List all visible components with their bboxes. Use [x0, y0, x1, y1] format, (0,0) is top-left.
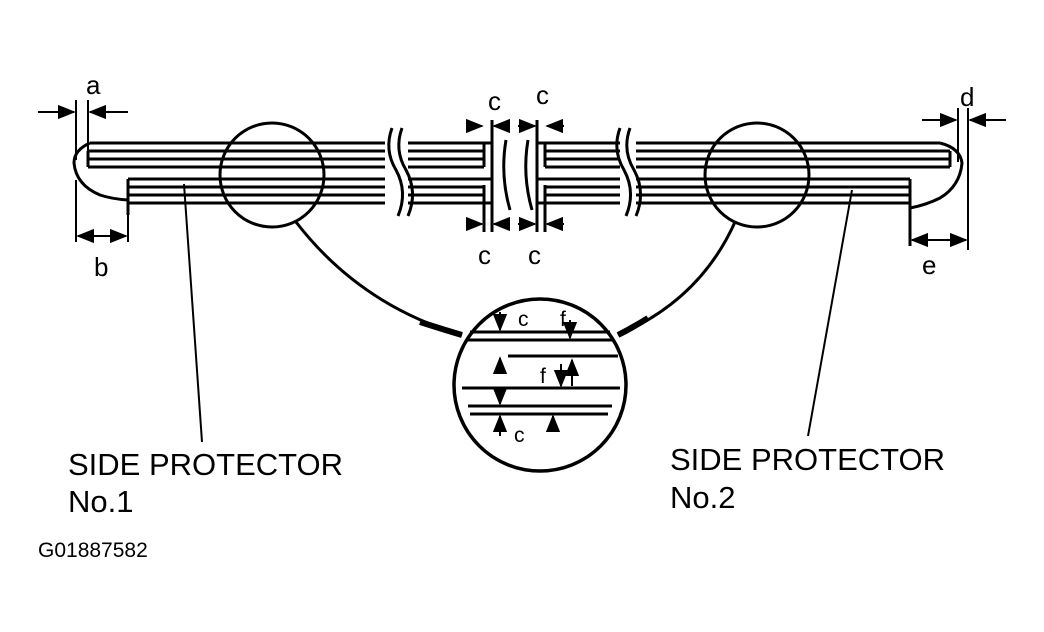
detail-circle-right: [703, 121, 811, 229]
dim-label-c-upper-left: c: [488, 86, 501, 116]
dim-label-c-upper-right: c: [536, 80, 549, 110]
dim-label-c-lower-right: c: [528, 240, 541, 270]
dim-label-c-lower-left: c: [478, 240, 491, 270]
side-protector-no1-number: No.1: [68, 484, 133, 519]
detail-label-c-bottom: c: [514, 424, 525, 447]
center-break-marks: [502, 139, 534, 211]
dimension-lines: [38, 100, 1006, 250]
dim-label-a: a: [86, 70, 101, 100]
dim-label-b: b: [94, 252, 108, 282]
detail-circle-left: [218, 121, 326, 229]
protector-no1-body: [72, 141, 385, 215]
detail-label-f-mid: f: [540, 365, 546, 388]
dim-label-d: d: [960, 82, 974, 112]
detail-label-c-top: c: [518, 308, 529, 331]
detail-label-f-top: f: [560, 308, 566, 331]
magnified-detail: [452, 297, 628, 473]
detail-circles: [218, 121, 811, 229]
side-protector-no2-number: No.2: [670, 480, 735, 515]
center-section-left: [408, 120, 494, 232]
figure-code: G01887582: [38, 539, 148, 562]
protector-no2-body: [636, 141, 964, 246]
side-protector-no2-title: SIDE PROTECTOR: [670, 442, 945, 477]
side-protector-no1-title: SIDE PROTECTOR: [68, 447, 343, 482]
leader-curves: [294, 221, 737, 338]
leader-lines: [183, 183, 853, 443]
center-section-right: [535, 120, 620, 232]
dim-label-e: e: [922, 250, 936, 280]
